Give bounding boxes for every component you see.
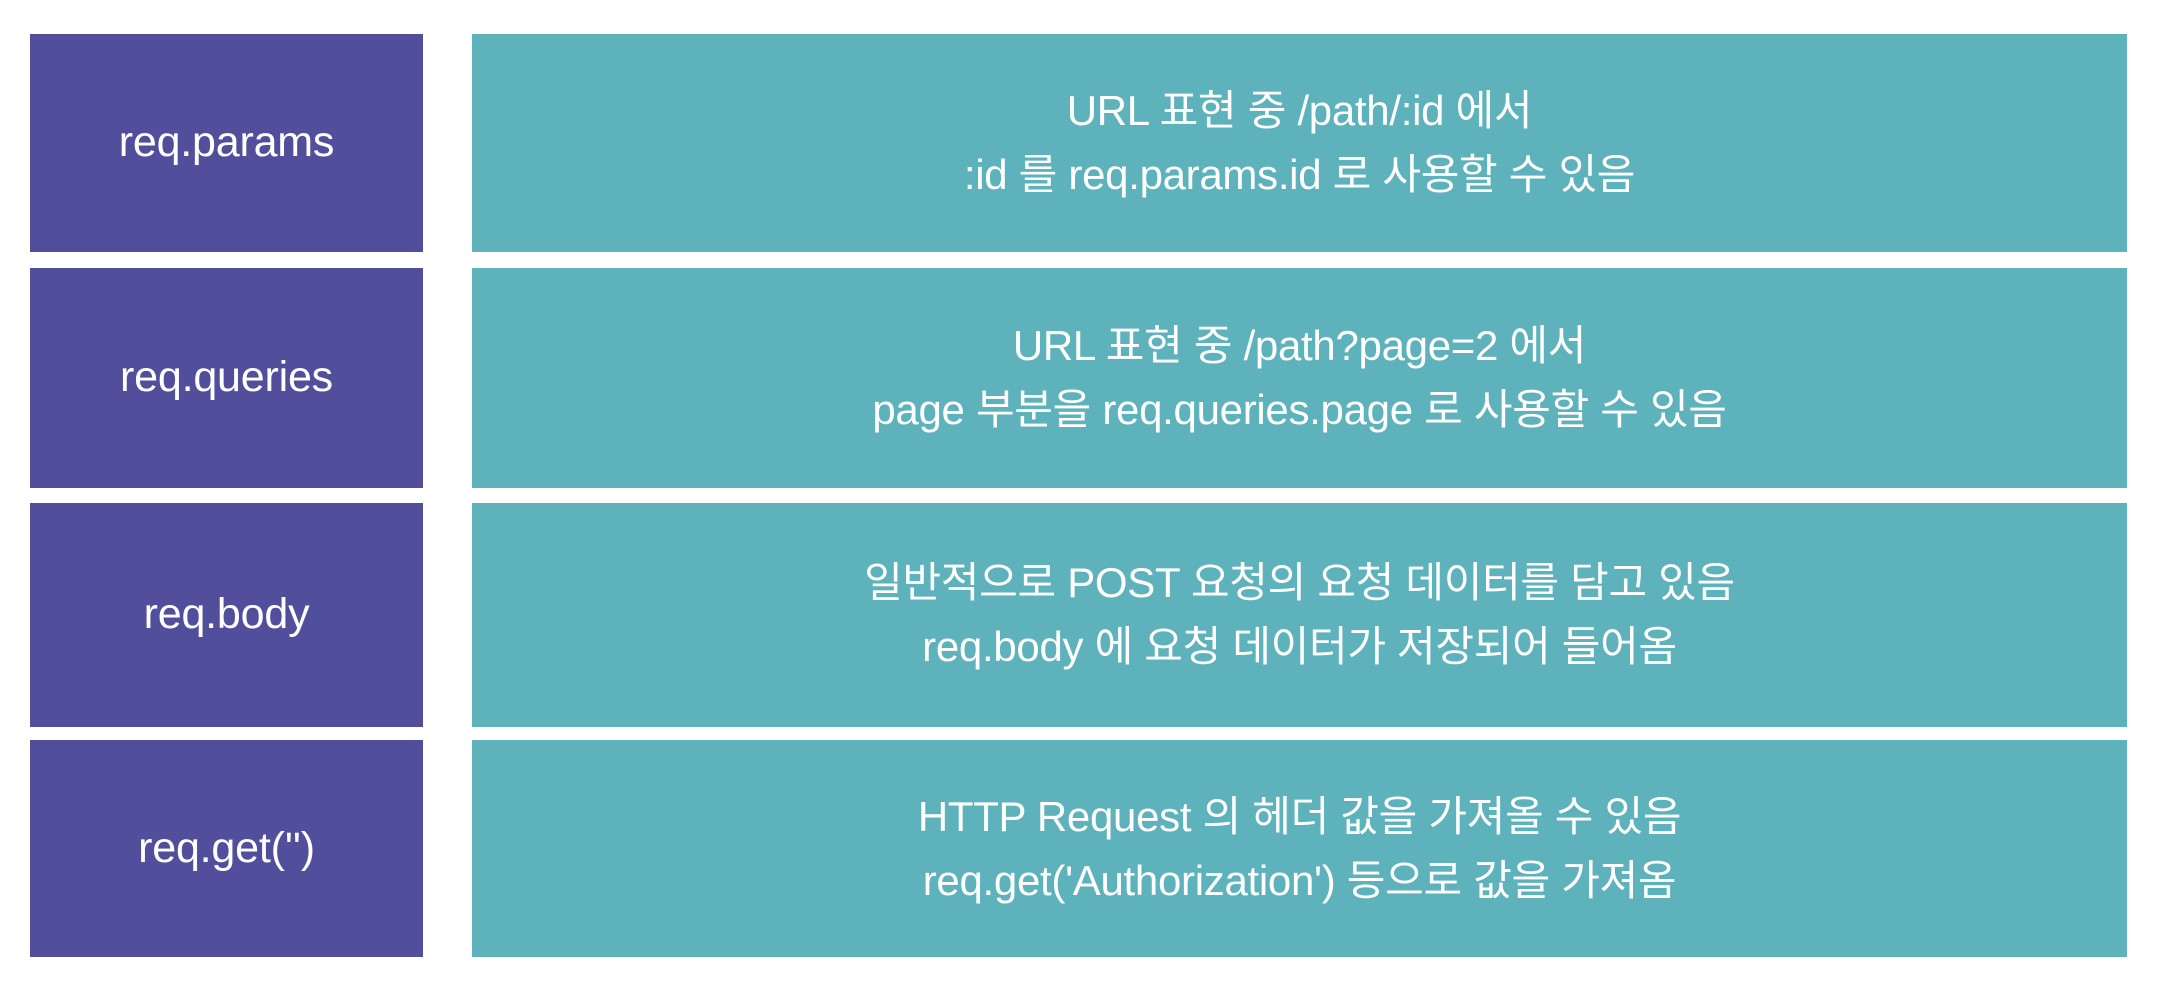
description-text: URL 표현 중 /path/:id 에서 :id 를 req.params.i…: [963, 79, 1636, 207]
table-row-description-req-params: URL 표현 중 /path/:id 에서 :id 를 req.params.i…: [472, 34, 2127, 252]
table-row-label-req-params[interactable]: req.params: [30, 34, 423, 252]
label-text: req.body: [143, 590, 310, 639]
description-text: 일반적으로 POST 요청의 요청 데이터를 담고 있음 req.body 에 …: [864, 551, 1735, 679]
description-line: URL 표현 중 /path/:id 에서: [1066, 87, 1533, 135]
table-row-label-req-get[interactable]: req.get(''): [30, 740, 423, 957]
description-line: HTTP Request 의 헤더 값을 가져올 수 있음: [917, 792, 1682, 840]
table-row-description-req-get: HTTP Request 의 헤더 값을 가져올 수 있음 req.get('A…: [472, 740, 2127, 957]
table-row-description-req-body: 일반적으로 POST 요청의 요청 데이터를 담고 있음 req.body 에 …: [472, 503, 2127, 727]
description-text: HTTP Request 의 헤더 값을 가져올 수 있음 req.get('A…: [917, 785, 1682, 913]
label-text: req.queries: [120, 353, 333, 402]
description-line: URL 표현 중 /path?page=2 에서: [1012, 322, 1587, 370]
description-line: page 부분을 req.queries.page 로 사용할 수 있음: [872, 386, 1727, 433]
description-text: URL 표현 중 /path?page=2 에서 page 부분을 req.qu…: [872, 314, 1727, 442]
description-line: req.get('Authorization') 등으로 값을 가져옴: [922, 856, 1677, 904]
table-row-label-req-queries[interactable]: req.queries: [30, 268, 423, 488]
table-row-label-req-body[interactable]: req.body: [30, 503, 423, 727]
description-line: req.body 에 요청 데이터가 저장되어 들어옴: [922, 623, 1677, 670]
description-line: 일반적으로 POST 요청의 요청 데이터를 담고 있음: [864, 559, 1735, 607]
description-line: :id 를 req.params.id 로 사용할 수 있음: [963, 151, 1636, 198]
label-text: req.params: [118, 118, 335, 167]
table-row-description-req-queries: URL 표현 중 /path?page=2 에서 page 부분을 req.qu…: [472, 268, 2127, 488]
property-description-table: req.params URL 표현 중 /path/:id 에서 :id 를 r…: [30, 34, 2127, 957]
label-text: req.get(''): [138, 823, 315, 872]
